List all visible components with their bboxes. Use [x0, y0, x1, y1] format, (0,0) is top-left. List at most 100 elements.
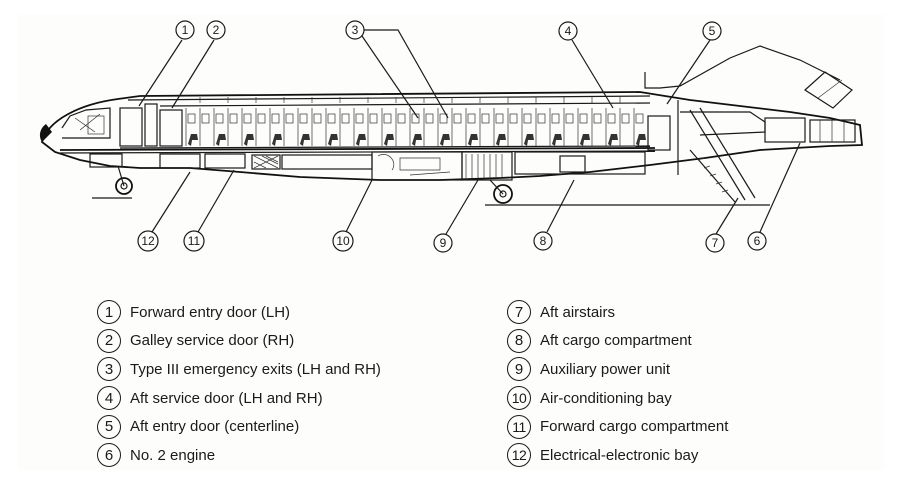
cabin-window	[187, 113, 196, 124]
passenger-seat	[580, 134, 590, 146]
legend-text: Forward entry door (LH)	[130, 303, 291, 321]
cabin-window	[369, 113, 378, 124]
passenger-seat	[300, 134, 310, 146]
callout-5: 5	[702, 21, 722, 41]
legend-number: 11	[507, 414, 531, 439]
passenger-seat	[524, 134, 534, 146]
callout-3: 3	[345, 20, 365, 40]
legend-text: Electrical-electronic bay	[540, 446, 699, 464]
cabin-window	[481, 113, 490, 124]
callout-2: 2	[206, 20, 226, 40]
cabin-window	[383, 113, 392, 124]
cabin-window	[243, 113, 252, 124]
cabin-window	[593, 113, 602, 124]
legend-item: 8 Aft cargo compartment	[507, 327, 728, 356]
fuselage	[39, 45, 863, 204]
cabin-window	[313, 113, 322, 124]
callout-4: 4	[558, 21, 578, 41]
passenger-seat	[356, 134, 366, 146]
passenger-seat	[468, 134, 478, 146]
legend-item: 11 Forward cargo compartment	[507, 412, 728, 441]
cabin-window	[509, 113, 518, 124]
cabin-window	[635, 113, 644, 124]
legend-number: 4	[97, 386, 121, 411]
callout-7: 7	[705, 233, 725, 253]
callout-label: 10	[336, 234, 350, 248]
callout-12: 12	[137, 230, 159, 252]
cabin-window	[341, 113, 350, 124]
legend-text: Aft service door (LH and RH)	[130, 389, 323, 407]
passenger-seat	[272, 134, 282, 146]
legend-number: 2	[97, 328, 121, 353]
callout-label: 8	[540, 234, 547, 248]
cabin-window	[271, 113, 280, 124]
cabin-window	[425, 113, 434, 124]
legend-text: Forward cargo compartment	[540, 418, 729, 436]
cabin-window	[201, 113, 210, 124]
scan-background	[18, 14, 884, 470]
aircraft-cutaway-diagram: 1 2 3 4 5 6 7 8 9 10 11 12	[39, 20, 863, 253]
cabin-window	[523, 113, 532, 124]
legend-item: 5 Aft entry door (centerline)	[97, 412, 381, 441]
passenger-seat	[608, 134, 618, 146]
cabin-window	[285, 113, 294, 124]
cabin-window	[537, 113, 546, 124]
callout-label: 12	[141, 234, 155, 248]
callout-1: 1	[175, 20, 195, 40]
callout-label: 2	[213, 23, 220, 37]
cabin-window	[257, 113, 266, 124]
cabin-window	[453, 113, 462, 124]
legend-number: 5	[97, 414, 121, 439]
legend-number: 8	[507, 328, 531, 353]
passenger-cabin-seats	[185, 97, 646, 146]
callout-9: 9	[433, 233, 453, 253]
cabin-window	[299, 113, 308, 124]
legend-number: 12	[507, 443, 531, 468]
passenger-seat	[384, 134, 394, 146]
legend-item: 1 Forward entry door (LH)	[97, 298, 381, 327]
legend-number: 1	[97, 300, 121, 325]
passenger-seat	[244, 134, 254, 146]
callout-label: 6	[754, 234, 761, 248]
cabin-window	[327, 113, 336, 124]
callout-label: 4	[565, 24, 572, 38]
passenger-seat	[412, 134, 422, 146]
cabin-window	[607, 113, 616, 124]
cabin-window	[621, 113, 630, 124]
legend-text: No. 2 engine	[130, 446, 216, 464]
passenger-seat	[636, 134, 646, 146]
legend-text: Aft airstairs	[540, 303, 616, 321]
cabin-window	[551, 113, 560, 124]
passenger-seat	[328, 134, 338, 146]
legend-number: 3	[97, 357, 121, 382]
callout-label: 9	[440, 236, 447, 250]
cabin-window	[495, 113, 504, 124]
callout-11: 11	[183, 230, 205, 252]
legend-text: Galley service door (RH)	[130, 332, 295, 350]
passenger-seat	[216, 134, 226, 146]
cabin-window	[579, 113, 588, 124]
cabin-window	[467, 113, 476, 124]
callout-label: 5	[709, 24, 716, 38]
cabin-window	[565, 113, 574, 124]
legend-item: 3 Type III emergency exits (LH and RH)	[97, 355, 381, 384]
cabin-window	[229, 113, 238, 124]
legend-text: Aft cargo compartment	[540, 332, 692, 350]
callout-label: 7	[712, 236, 719, 250]
callout-label: 1	[182, 23, 189, 37]
ground-lines	[92, 197, 770, 206]
cabin-window	[397, 113, 406, 124]
legend-number: 9	[507, 357, 531, 382]
legend-text: Aft entry door (centerline)	[130, 418, 300, 436]
passenger-seat	[496, 134, 506, 146]
legend-left: 1 Forward entry door (LH) 2 Galley service…	[97, 298, 381, 470]
legend-item: 2 Galley service door (RH)	[97, 327, 381, 356]
legend-text: Type III emergency exits (LH and RH)	[130, 360, 381, 378]
callout-10: 10	[332, 230, 354, 252]
